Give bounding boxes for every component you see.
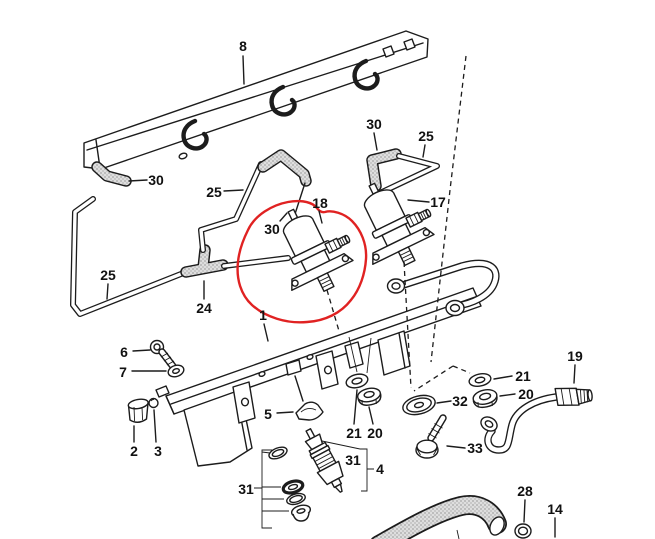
part-label-4: 4 bbox=[376, 461, 384, 477]
fuel-hose-bottom bbox=[371, 495, 507, 539]
bolt-6 bbox=[149, 339, 179, 373]
part-label-30-center: 30 bbox=[264, 221, 280, 237]
part-label-20-left: 20 bbox=[367, 425, 383, 441]
part-label-1: 1 bbox=[259, 307, 267, 323]
washer-32 bbox=[402, 394, 436, 416]
part-label-30-top: 30 bbox=[366, 116, 382, 132]
part-label-21-right: 21 bbox=[515, 368, 531, 384]
nut-20-right bbox=[472, 389, 498, 409]
hose-30-left bbox=[91, 161, 132, 187]
dashed-alignment-lines bbox=[326, 55, 471, 392]
vacuum-tube-25-center bbox=[198, 161, 264, 253]
seal-kit-31-items bbox=[268, 446, 312, 522]
part-label-25-mid: 25 bbox=[206, 184, 222, 200]
part-label-24: 24 bbox=[196, 300, 212, 316]
washer-21-left bbox=[345, 373, 369, 389]
washer-7 bbox=[167, 364, 185, 378]
part-label-31-left: 31 bbox=[238, 481, 254, 497]
nut-20-left bbox=[356, 387, 382, 406]
vacuum-tube-25-topright bbox=[377, 153, 440, 196]
hose-30-topright bbox=[366, 148, 402, 192]
red-highlight-circle bbox=[236, 199, 368, 324]
clamp-5 bbox=[295, 401, 324, 421]
part-label-31-right: 31 bbox=[345, 452, 361, 468]
vacuum-tube-25-left bbox=[70, 196, 189, 317]
hose-30-center bbox=[257, 149, 312, 215]
part-label-2: 2 bbox=[130, 443, 138, 459]
part-label-25-top: 25 bbox=[418, 128, 434, 144]
part-label-28: 28 bbox=[517, 483, 533, 499]
upper-rail-8 bbox=[83, 30, 429, 170]
part-label-18: 18 bbox=[312, 195, 328, 211]
part-label-32: 32 bbox=[452, 393, 468, 409]
part-label-6: 6 bbox=[120, 344, 128, 360]
cap-nut-2 bbox=[127, 398, 149, 423]
tube-from-tee-to-regulator bbox=[221, 255, 291, 269]
part-label-8: 8 bbox=[239, 38, 247, 54]
tee-fitting-24 bbox=[180, 244, 229, 278]
part-label-5: 5 bbox=[264, 406, 272, 422]
part-label-30-left: 30 bbox=[148, 172, 164, 188]
part-label-20-right: 20 bbox=[518, 386, 534, 402]
part-label-17: 17 bbox=[430, 194, 446, 210]
part-label-33: 33 bbox=[467, 440, 483, 456]
fuel-injector-4 bbox=[296, 423, 353, 499]
part-label-3: 3 bbox=[154, 443, 162, 459]
fuel-rail-1 bbox=[155, 259, 500, 467]
part-label-25-left: 25 bbox=[100, 267, 116, 283]
part-label-19: 19 bbox=[567, 348, 583, 364]
ring-28 bbox=[514, 523, 532, 539]
bolt-33 bbox=[415, 414, 447, 459]
washer-21-right bbox=[468, 373, 492, 387]
bracket-31-left bbox=[254, 449, 289, 529]
part-label-21-left: 21 bbox=[346, 425, 362, 441]
part-label-14: 14 bbox=[547, 501, 563, 517]
leader-lines bbox=[106, 55, 576, 538]
fuel-line-19 bbox=[480, 387, 593, 454]
bracket-31-4-right bbox=[321, 440, 374, 492]
ball-3 bbox=[148, 397, 159, 409]
part-label-7: 7 bbox=[119, 364, 127, 380]
